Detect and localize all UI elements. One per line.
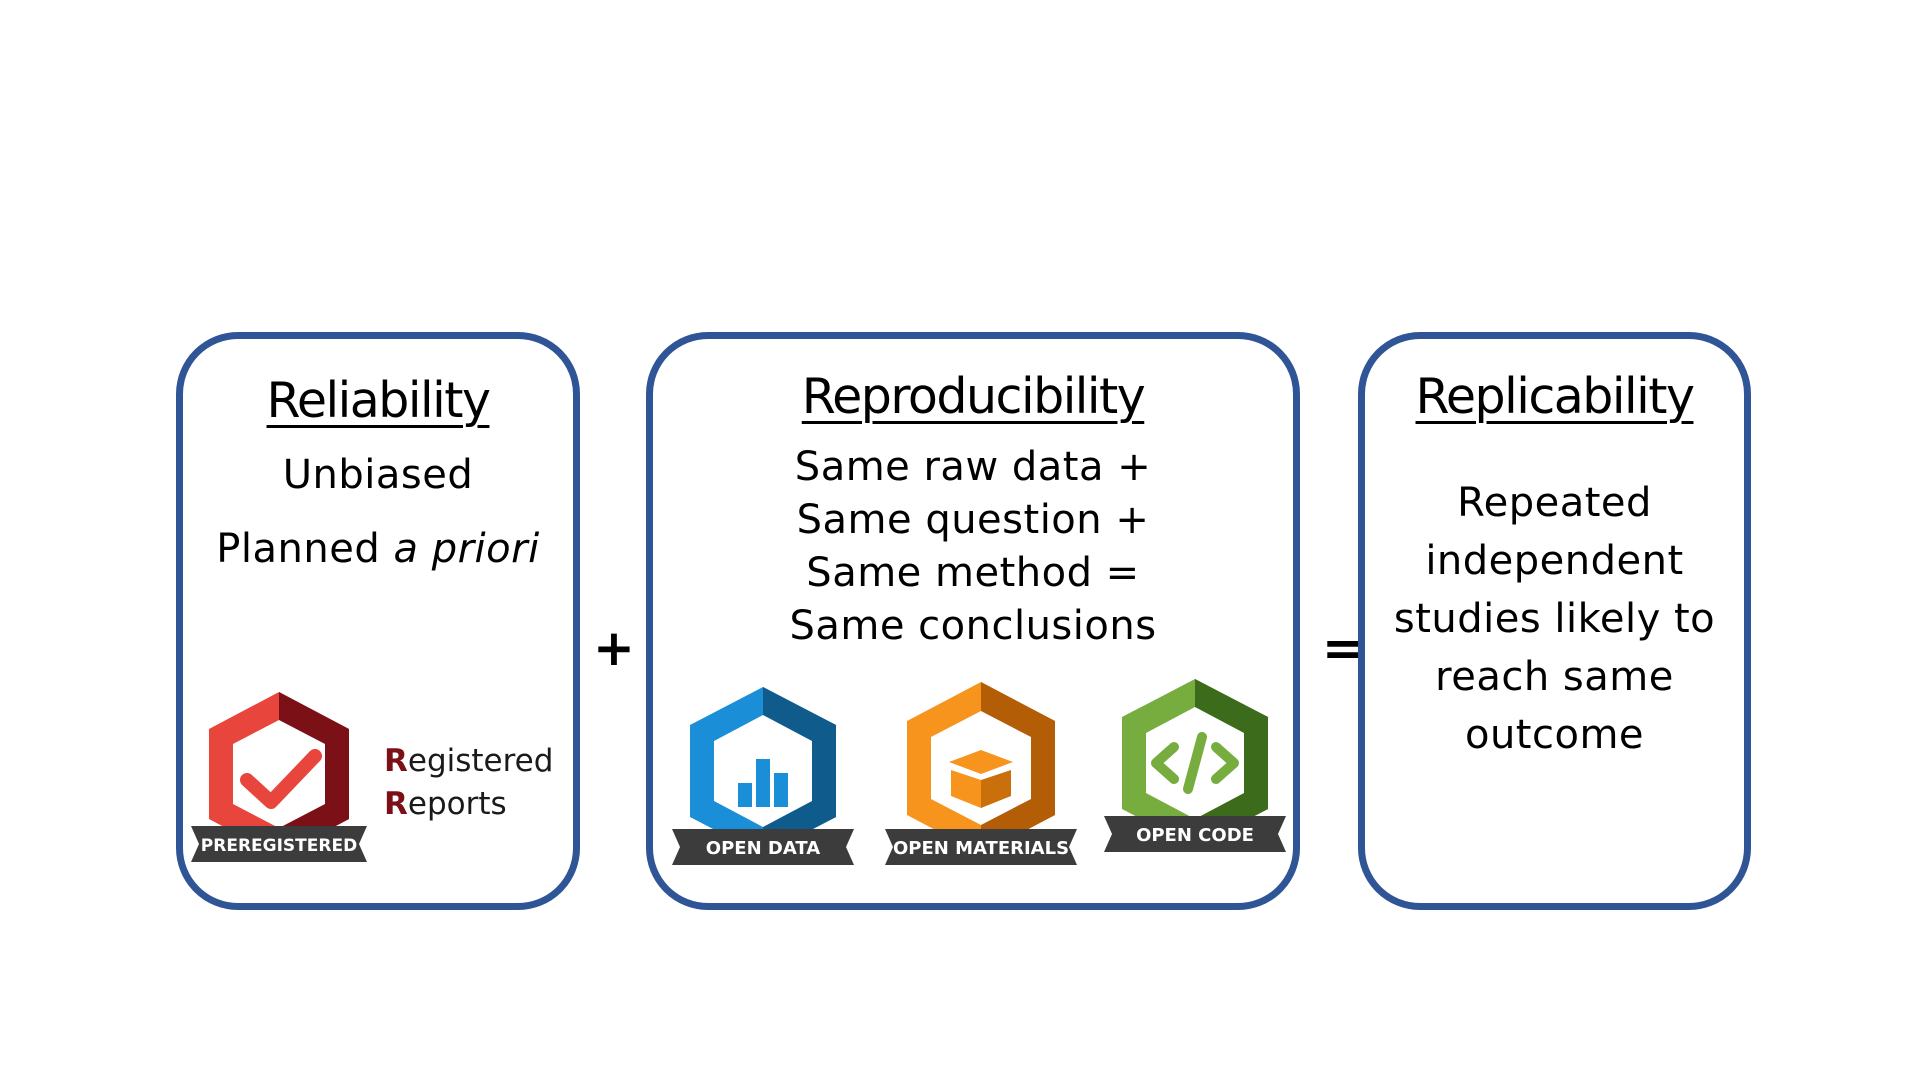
equals-operator: = [1322, 619, 1364, 677]
registered-reports-label: Registered Reports [384, 743, 554, 822]
open-box-icon [949, 750, 1013, 808]
checkmark-icon [240, 749, 322, 809]
reproducibility-box: Reproducibility Same raw data + Same que… [646, 332, 1300, 910]
replicability-title: Replicability [1415, 368, 1695, 425]
replicability-box: Replicability Repeated independent studi… [1358, 332, 1751, 910]
open-data-badge: OPEN DATA [672, 687, 854, 865]
reproducibility-line: Same question + [796, 497, 1150, 543]
replicability-line: reach same [1435, 654, 1674, 700]
preregistered-badge: PREREGISTERED [191, 692, 367, 862]
reproducibility-line: Same conclusions [789, 603, 1157, 649]
open-code-badge: OPEN CODE [1104, 679, 1286, 852]
preregistered-label: PREREGISTERED [201, 836, 357, 856]
replicability-line: Repeated [1457, 480, 1652, 526]
code-brackets-icon [1151, 732, 1239, 794]
replicability-line: independent [1425, 538, 1684, 584]
reliability-line-unbiased: Unbiased [282, 452, 474, 498]
open-data-label: OPEN DATA [706, 838, 820, 859]
bar-chart-icon [738, 759, 788, 807]
reliability-line-planned: Planned a priori [216, 526, 540, 572]
replicability-line: studies likely to [1393, 596, 1716, 642]
open-code-label: OPEN CODE [1136, 825, 1254, 846]
replicability-line: outcome [1464, 712, 1645, 758]
reproducibility-line: Same raw data + [794, 444, 1152, 490]
reliability-box: Reliability Unbiased Planned a priori PR… [176, 332, 580, 910]
open-materials-label: OPEN MATERIALS [893, 838, 1069, 859]
reproducibility-title: Reproducibility [801, 368, 1146, 425]
open-materials-badge: OPEN MATERIALS [885, 682, 1077, 865]
reliability-title: Reliability [266, 372, 491, 429]
plus-operator: + [593, 619, 635, 677]
reproducibility-line: Same method = [806, 550, 1140, 596]
